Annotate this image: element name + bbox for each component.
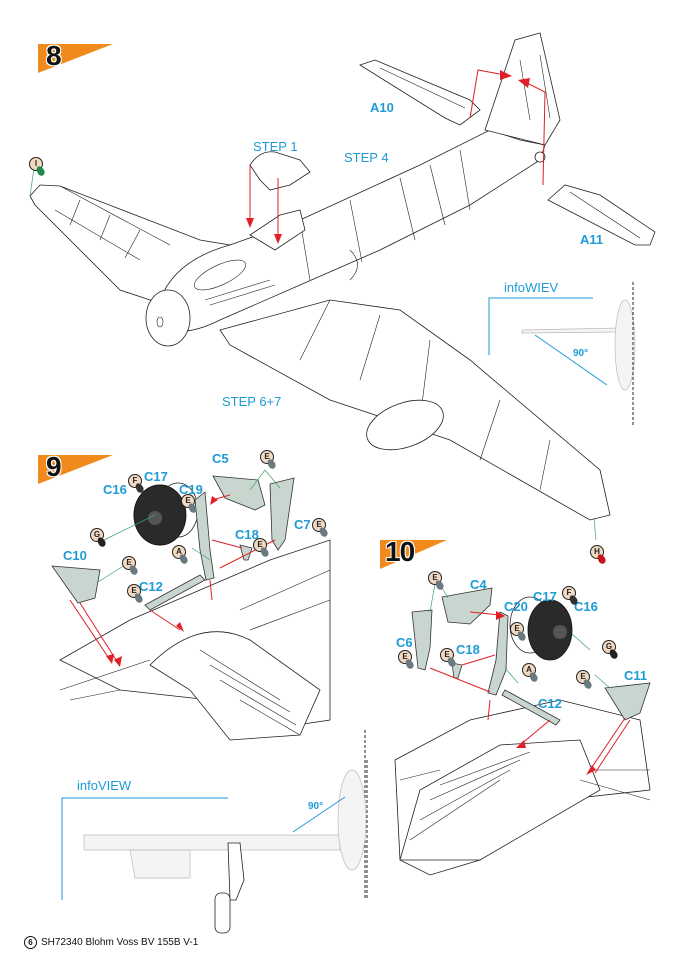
label-c12: C12 <box>538 696 562 711</box>
paint-marker-f: F <box>562 586 584 608</box>
part-c7 <box>269 477 295 551</box>
part-c11 <box>604 682 651 721</box>
label-c18: C18 <box>456 642 480 657</box>
step-badge-9-bg <box>38 455 113 484</box>
paint-marker-f: F <box>128 474 150 496</box>
paint-drop-icon <box>34 164 47 178</box>
step-badge-10-bg <box>380 540 447 569</box>
paint-drop-icon <box>595 552 608 566</box>
paint-drop-icon <box>132 591 145 605</box>
wheel-well-fairing <box>366 399 444 451</box>
paint-marker-e: E <box>510 622 532 644</box>
paint-marker-g: G <box>90 528 112 550</box>
label-c17: C17 <box>533 589 557 604</box>
label-c20: C20 <box>504 599 528 614</box>
part-c12 <box>144 574 206 611</box>
paint-marker-a: A <box>522 663 544 685</box>
page-number: 6 <box>24 936 37 949</box>
paint-drop-icon <box>567 593 580 607</box>
info-view-step9 <box>61 760 368 934</box>
paint-marker-e: E <box>398 650 420 672</box>
label-c16: C16 <box>574 599 598 614</box>
step10-drawing <box>394 577 651 876</box>
label-c10: C10 <box>63 548 87 563</box>
label-c7: C7 <box>294 517 311 532</box>
paint-marker-e: E <box>260 450 282 472</box>
label-step-1: STEP 1 <box>253 139 298 154</box>
paint-marker-e: E <box>181 494 203 516</box>
part-c4 <box>441 587 493 625</box>
label-a10: A10 <box>370 100 394 115</box>
paint-marker-e: E <box>440 648 462 670</box>
paint-marker-g: G <box>602 640 624 662</box>
paint-drop-icon <box>258 545 271 559</box>
paint-drop-icon <box>177 552 190 566</box>
label-step-6-7: STEP 6+7 <box>222 394 282 409</box>
paint-drop-icon <box>433 578 446 592</box>
info-view-title-step8: infoWIEV <box>504 280 559 295</box>
info-view-angle-step9: 90° <box>308 801 324 812</box>
paint-drop-icon <box>445 655 458 669</box>
paint-marker-e: E <box>312 518 334 540</box>
label-a11: A11 <box>580 232 604 247</box>
paint-drop-icon <box>403 657 416 671</box>
label-c4: C4 <box>470 577 487 592</box>
paint-drop-icon <box>95 535 108 549</box>
paint-drop-icon <box>515 629 528 643</box>
tail-fin <box>484 32 561 146</box>
label-c11: C11 <box>624 668 648 683</box>
part-c12 <box>501 689 561 726</box>
label-step-4: STEP 4 <box>344 150 389 165</box>
stabilizer-a10 <box>359 59 481 126</box>
label-c12: C12 <box>139 579 163 594</box>
label-c5: C5 <box>212 451 229 466</box>
label-c6: C6 <box>396 635 413 650</box>
engine-nose <box>145 289 191 347</box>
aircraft-step8 <box>29 32 656 541</box>
paint-drop-icon <box>317 525 330 539</box>
gear-bay-fairing <box>399 739 601 861</box>
paint-drop-icon <box>127 563 140 577</box>
page-footer: 6 SH72340 Blohm Voss BV 155B V-1 <box>24 936 198 949</box>
step-badge-8-bg <box>38 44 113 73</box>
paint-marker-e: E <box>127 584 149 606</box>
part-c19 <box>194 491 215 581</box>
paint-drop-icon <box>265 457 278 471</box>
wheel-c16 <box>527 599 573 661</box>
info-view-angle-step8: 90° <box>573 348 589 359</box>
paint-drop-icon <box>581 677 594 691</box>
paint-marker-h: H <box>590 545 612 567</box>
paint-marker-e: E <box>428 571 450 593</box>
paint-marker-e: E <box>253 538 275 560</box>
paint-marker-a: A <box>172 545 194 567</box>
info-view-title-step9: infoVIEW <box>77 778 132 793</box>
part-c18 <box>451 662 463 679</box>
paint-drop-icon <box>607 647 620 661</box>
part-c6 <box>411 609 433 671</box>
paint-drop-icon <box>133 481 146 495</box>
paint-drop-icon <box>186 501 199 515</box>
part-c10 <box>51 565 101 604</box>
part-c5 <box>212 475 266 511</box>
document-title: SH72340 Blohm Voss BV 155B V-1 <box>41 937 199 948</box>
step-number-10: 10 <box>385 536 415 567</box>
step-number-8: 8 <box>46 40 62 71</box>
label-c18: C18 <box>235 527 259 542</box>
canopy-part <box>249 151 311 191</box>
fuselage <box>159 129 546 332</box>
part-c20 <box>487 611 509 696</box>
paint-marker-e: E <box>122 556 144 578</box>
step9-drawing <box>51 469 366 900</box>
paint-marker-e: E <box>576 670 598 692</box>
step-number-9: 9 <box>46 451 62 482</box>
paint-drop-icon <box>527 670 540 684</box>
info-view-step8 <box>488 282 636 425</box>
paint-marker-i: I <box>29 157 51 179</box>
label-c16: C16 <box>103 482 127 497</box>
label-c19: C19 <box>179 482 203 497</box>
label-c17: C17 <box>144 469 168 484</box>
